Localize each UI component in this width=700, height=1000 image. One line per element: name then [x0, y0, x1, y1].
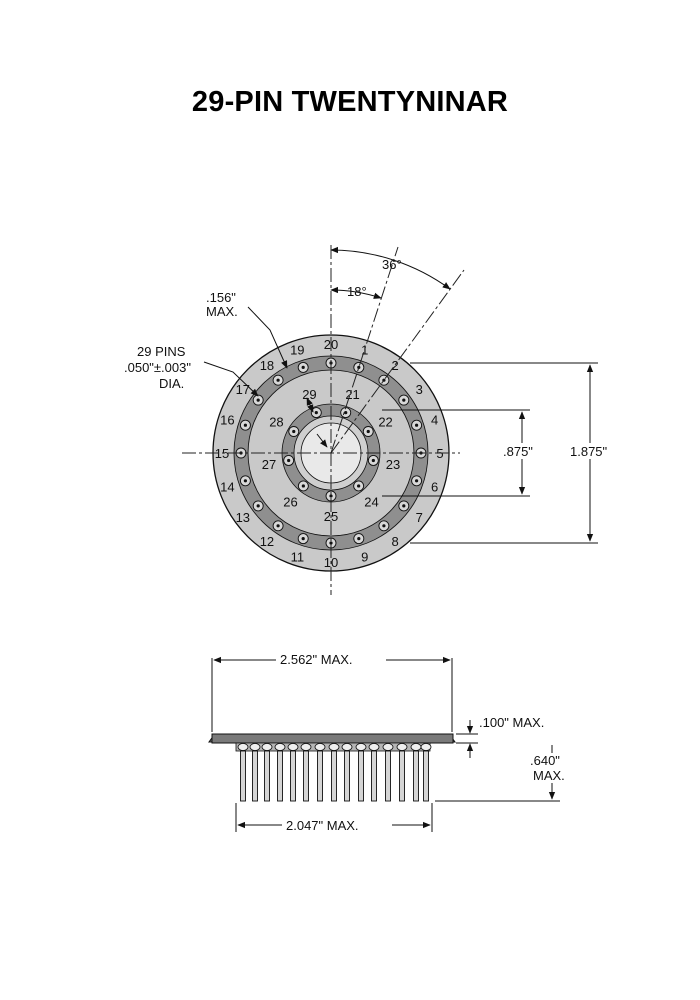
- ring-width-max-label: MAX.: [206, 304, 238, 319]
- outer-pin-number: 16: [220, 412, 234, 427]
- outer-pin-number: 14: [220, 480, 234, 495]
- side-pin: [240, 750, 246, 802]
- flange-thickness-label: .100" MAX.: [479, 715, 544, 730]
- side-pin: [264, 750, 270, 802]
- side-pin: [385, 750, 391, 802]
- side-view: 2.562" MAX. .100" MAX. .640" MAX. 2.047"…: [208, 651, 582, 833]
- inner-pin-number: 28: [269, 415, 283, 430]
- side-pin: [303, 750, 309, 802]
- inner-pin-number: 29: [302, 387, 316, 402]
- inner-pin-number: 22: [378, 415, 392, 430]
- side-pin: [413, 750, 419, 802]
- outer-pin-number: 7: [416, 510, 423, 525]
- outer-pin-number: 4: [431, 412, 438, 427]
- outer-pin-number: 1: [361, 342, 368, 357]
- outer-pin-number: 12: [260, 534, 274, 549]
- side-pin: [317, 750, 323, 802]
- inner-pin-number: 26: [283, 494, 297, 509]
- inner-pin-number: 21: [345, 387, 359, 402]
- inner-pin-number: 27: [262, 457, 276, 472]
- pin-length-label: .640": [530, 753, 560, 768]
- side-pin: [399, 750, 405, 802]
- side-pin: [371, 750, 377, 802]
- outer-pin-number: 19: [290, 342, 304, 357]
- side-pin: [358, 750, 364, 802]
- inner-pin-number: 23: [386, 457, 400, 472]
- side-pin: [290, 750, 296, 802]
- outer-pin-number: 6: [431, 480, 438, 495]
- side-pin: [331, 750, 337, 802]
- side-pin: [344, 750, 350, 802]
- pin-length-max-label: MAX.: [533, 768, 565, 783]
- ring-width-label: .156": [206, 290, 236, 305]
- outer-pin-number: 18: [260, 358, 274, 373]
- inner-pin-number: 24: [364, 494, 378, 509]
- pins-dia-label: .050"±.003": [124, 360, 191, 375]
- outer-pin-number: 8: [391, 534, 398, 549]
- inner-diameter-label: .875": [503, 444, 533, 459]
- pins-count-label: 29 PINS: [137, 344, 186, 359]
- outer-pin-number: 11: [291, 550, 305, 565]
- side-pin: [277, 750, 283, 802]
- pin-field-width-label: 2.047" MAX.: [286, 818, 359, 833]
- outer-pin-number: 3: [416, 382, 423, 397]
- pins-dia-unit-label: DIA.: [159, 376, 184, 391]
- angle-18-label: 18°: [347, 284, 367, 299]
- outer-pin-number: 2: [391, 358, 398, 373]
- angle-36-label: 36°: [382, 257, 402, 272]
- outer-pin-number: 17: [236, 382, 250, 397]
- side-pin: [252, 750, 258, 802]
- outer-pin-number: 13: [236, 510, 250, 525]
- outer-diameter-label: 1.875": [570, 444, 608, 459]
- overall-width-label: 2.562" MAX.: [280, 652, 353, 667]
- outer-pin-number: 9: [361, 550, 368, 565]
- page-title: 29-PIN TWENTYNINAR: [191, 86, 509, 118]
- side-pin: [423, 750, 429, 802]
